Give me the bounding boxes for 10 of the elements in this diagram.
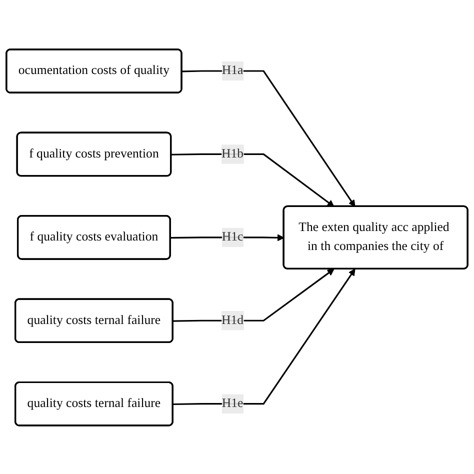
edge-label: H1b xyxy=(222,146,244,160)
arrow xyxy=(173,268,334,322)
edge-label: H1a xyxy=(222,63,244,77)
arrow xyxy=(182,70,356,207)
edge-label: H1e xyxy=(222,396,244,410)
arrow xyxy=(173,268,356,405)
edge-label: H1c xyxy=(222,230,244,244)
edge-label: H1d xyxy=(222,313,244,327)
arrow xyxy=(171,152,334,207)
arrow xyxy=(170,234,284,241)
